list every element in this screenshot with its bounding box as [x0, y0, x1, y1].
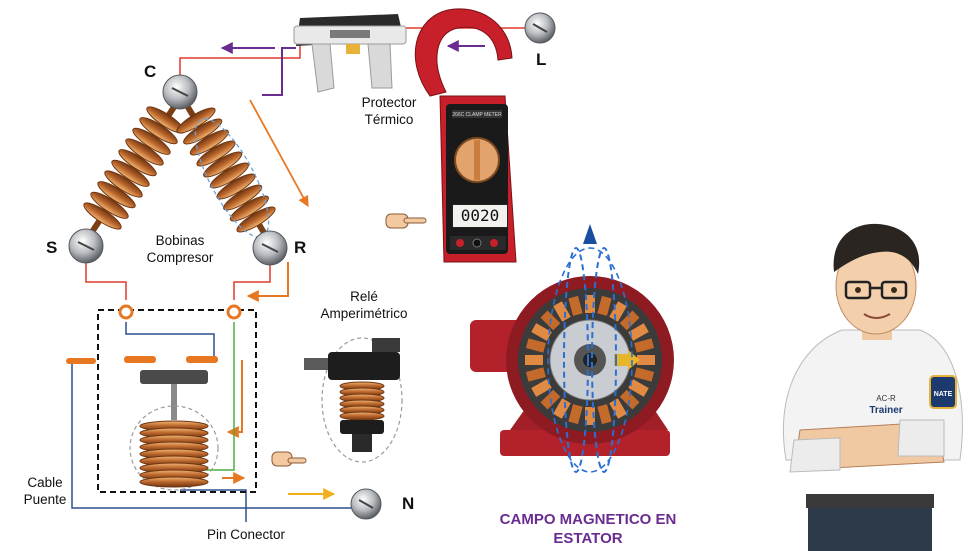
stator-winding	[531, 379, 552, 397]
trainer-character: AC-R Trainer NATE	[783, 223, 963, 551]
coil-turn	[209, 162, 249, 189]
coil-turn	[189, 129, 229, 156]
stator-winding	[597, 295, 612, 316]
terminal-c-label: C	[144, 62, 157, 81]
thermal-protector	[293, 14, 407, 93]
terminal-n-label: N	[402, 494, 415, 513]
relay-coil-turn	[139, 476, 209, 488]
stator-winding	[619, 389, 640, 410]
terminal-l-screw	[524, 12, 556, 44]
relay-schematic	[66, 304, 257, 493]
coil-turn	[203, 151, 243, 178]
coil-turn	[90, 191, 129, 219]
meter-brand: 266C CLAMP METER	[452, 112, 502, 118]
coil-turn	[97, 181, 136, 209]
terminal-c-screw	[162, 74, 198, 110]
coil-turn	[83, 202, 122, 230]
terminal-r-label: R	[294, 238, 307, 257]
stator-winding	[628, 323, 649, 341]
coil-turn	[183, 118, 223, 145]
stator-winding	[597, 404, 612, 425]
stator-winding	[531, 323, 552, 341]
coil-turn	[236, 206, 276, 233]
magnetic-field-lines	[547, 224, 633, 473]
current-relay	[304, 337, 403, 463]
terminal-n-screw	[350, 488, 382, 520]
relay-coil-turn	[339, 411, 385, 421]
terminal-r-screw	[252, 230, 288, 266]
electric-motor	[470, 276, 674, 456]
stator-winding	[525, 338, 546, 353]
stator-winding	[585, 407, 595, 425]
pin-connector-label: Pin Conector	[206, 527, 286, 542]
pointing-hand-icon	[385, 213, 427, 229]
stator-winding	[628, 379, 649, 397]
stator-winding	[585, 295, 595, 313]
coil-turn	[118, 149, 157, 177]
stator-winding	[568, 295, 583, 316]
coil-turn	[223, 184, 263, 211]
coil-turn	[111, 159, 150, 187]
stator-winding	[568, 404, 583, 425]
stator-winding	[525, 367, 546, 382]
coil-turn	[104, 170, 143, 198]
shirt-text: AC-R	[876, 394, 896, 403]
compressor-coil-left	[83, 102, 185, 234]
stator-winding	[637, 355, 655, 365]
terminal-s-label: S	[46, 238, 58, 257]
terminal-l-label: L	[536, 50, 547, 69]
coil-turn	[139, 117, 178, 145]
stator-winding	[525, 355, 543, 365]
stator-winding	[553, 398, 571, 419]
coil-turn	[176, 107, 216, 134]
stator-winding	[609, 398, 627, 419]
coil-turn	[196, 140, 236, 167]
meter-display: 0020	[452, 204, 508, 228]
nate-badge: NATE	[934, 391, 953, 398]
stator-winding	[634, 338, 655, 353]
stator-winding	[609, 301, 627, 322]
coil-turn	[229, 195, 269, 222]
stator-winding	[634, 367, 655, 382]
coil-turn	[125, 138, 164, 166]
stator-winding	[619, 310, 640, 331]
compressor-coil-right	[176, 102, 276, 238]
stator-winding	[553, 301, 571, 322]
pointing-hand-icon	[271, 451, 307, 467]
shirt-text: Trainer	[869, 405, 902, 416]
terminal-s-screw	[68, 228, 104, 264]
coil-turn	[132, 127, 171, 155]
